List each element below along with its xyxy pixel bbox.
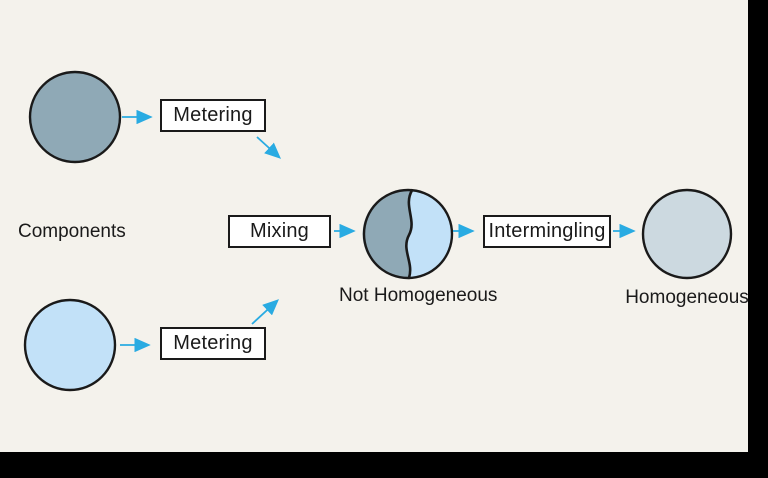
homogeneous-circle <box>641 188 733 280</box>
not-homogeneous-left-lobe <box>362 189 412 278</box>
intermingling-box: Intermingling <box>483 215 611 248</box>
mixing-box: Mixing <box>228 215 331 248</box>
flow-diagram <box>23 70 733 392</box>
arrow-meteringBottom-to-mixing <box>251 299 279 325</box>
metering-bottom-box: Metering <box>160 327 266 360</box>
arrow-meteringTop-to-mixing <box>256 136 281 159</box>
homogeneous-label: Homogeneous <box>625 287 749 308</box>
wavy-divider <box>405 189 414 280</box>
diagram-canvas: Metering Mixing Metering Intermingling C… <box>0 0 749 452</box>
metering-top-box: Metering <box>160 99 266 132</box>
component-a-circle <box>28 70 122 164</box>
not-homogeneous-circle <box>362 188 454 280</box>
components-label: Components <box>18 221 126 242</box>
not-homogeneous-label: Not Homogeneous <box>339 285 498 306</box>
component-b-circle <box>23 298 117 392</box>
